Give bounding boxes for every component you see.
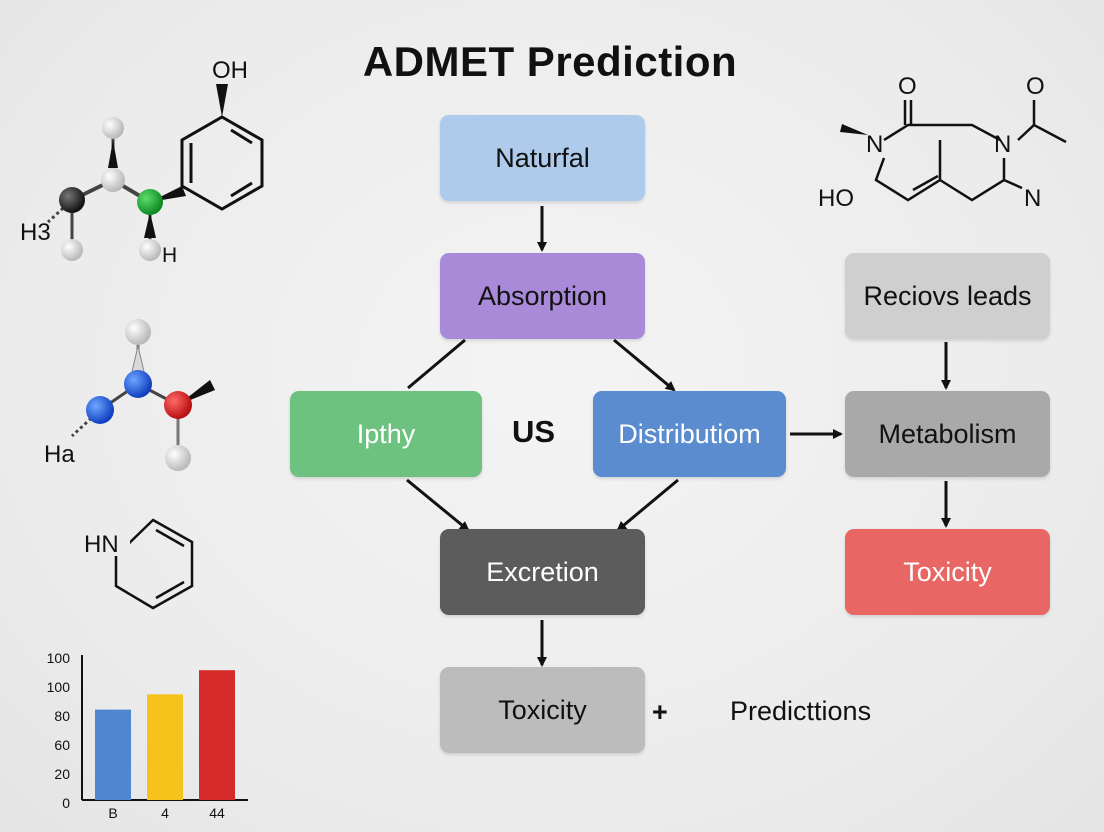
- box-precious-leads-label: Reciovs leads: [863, 280, 1032, 311]
- x-tick-label-1: 4: [161, 805, 169, 821]
- n3-label: N: [1024, 185, 1041, 212]
- x-tick-label-2: 44: [209, 805, 225, 821]
- n1-label: N: [866, 131, 883, 158]
- h-label: H: [162, 244, 177, 267]
- diagram-title: ADMET Prediction: [362, 38, 738, 85]
- arrow-ipthy-to-excretion: [406, 478, 470, 532]
- bar-2: [199, 670, 235, 800]
- n2-label: N: [994, 131, 1011, 158]
- ha-label: Ha: [44, 441, 75, 468]
- y-tick-label-5: 100: [47, 650, 71, 666]
- vs-label: US: [512, 414, 556, 449]
- predictions-label: Predicttions: [730, 696, 872, 726]
- h3-label: H3: [20, 219, 51, 246]
- box-ipthy-label: Ipthy: [356, 418, 416, 449]
- x-tick-label-0: B: [108, 805, 117, 821]
- y-tick-label-0: 0: [62, 795, 70, 811]
- box-distribution-label: Distributiom: [618, 418, 761, 449]
- box-metabolism: Metabolism: [845, 391, 1050, 477]
- box-absorption-label: Absorption: [477, 280, 608, 311]
- box-precious-leads: Reciovs leads: [845, 253, 1050, 339]
- box-toxicity-right: Toxicity: [845, 529, 1050, 615]
- o2-label: O: [1026, 73, 1045, 100]
- box-metabolism-label: Metabolism: [878, 418, 1017, 449]
- y-tick-label-4: 100: [47, 679, 71, 695]
- box-distribution: Distributiom: [593, 391, 786, 477]
- y-tick-label-2: 60: [54, 737, 70, 753]
- plus-sign: +: [652, 697, 668, 727]
- box-natural: Naturfal: [440, 115, 645, 201]
- ho-label: HO: [818, 185, 854, 212]
- box-toxicity-right-label: Toxicity: [903, 556, 992, 587]
- bar-1: [147, 694, 183, 800]
- arrow-absorption-to-distribution: [613, 338, 676, 392]
- box-toxicity-bottom: Toxicity: [440, 667, 645, 753]
- box-excretion-label: Excretion: [486, 556, 599, 587]
- box-toxicity-bottom-label: Toxicity: [498, 694, 587, 725]
- oh-label: OH: [212, 57, 248, 84]
- box-natural-label: Naturfal: [495, 142, 590, 173]
- line-absorption-to-ipthy: [407, 338, 466, 390]
- bar-0: [95, 709, 131, 800]
- box-excretion: Excretion: [440, 529, 645, 615]
- o1-label: O: [898, 73, 917, 100]
- y-tick-label-1: 20: [54, 766, 70, 782]
- box-absorption: Absorption: [440, 253, 645, 339]
- hn-label: HN: [84, 531, 119, 558]
- arrow-distribution-to-excretion: [616, 478, 679, 532]
- y-tick-label-3: 80: [54, 708, 70, 724]
- box-ipthy: Ipthy: [290, 391, 482, 477]
